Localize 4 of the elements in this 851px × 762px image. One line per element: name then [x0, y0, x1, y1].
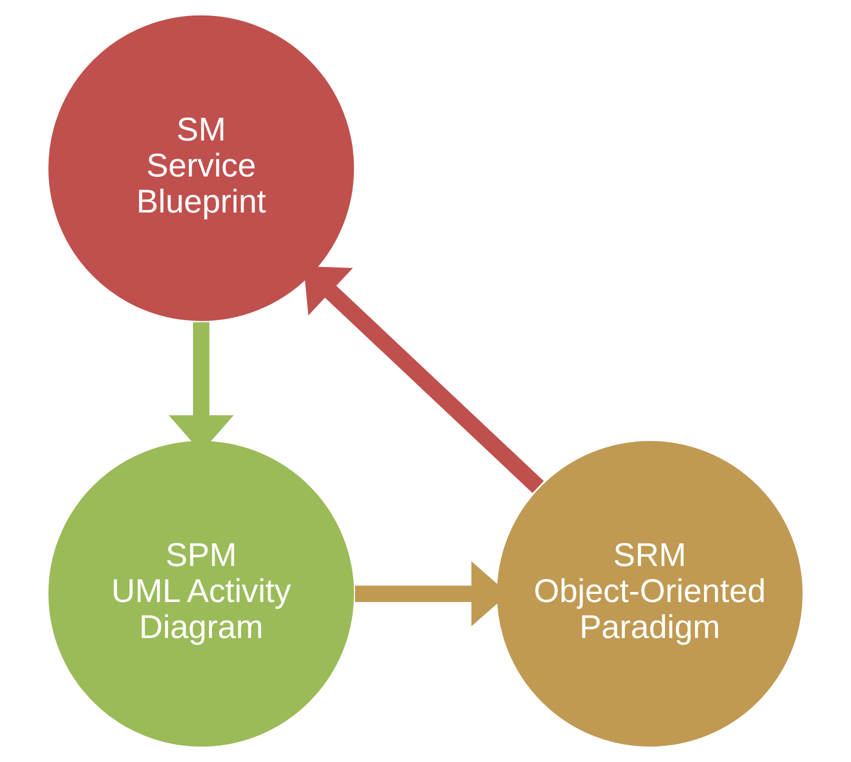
node-circle: SRM Object-Oriented Paradigm: [495, 439, 804, 748]
arrow: [304, 266, 544, 493]
node-circle: SPM UML Activity Diagram: [46, 439, 356, 748]
node-circle: SM Service Blueprint: [46, 14, 356, 323]
